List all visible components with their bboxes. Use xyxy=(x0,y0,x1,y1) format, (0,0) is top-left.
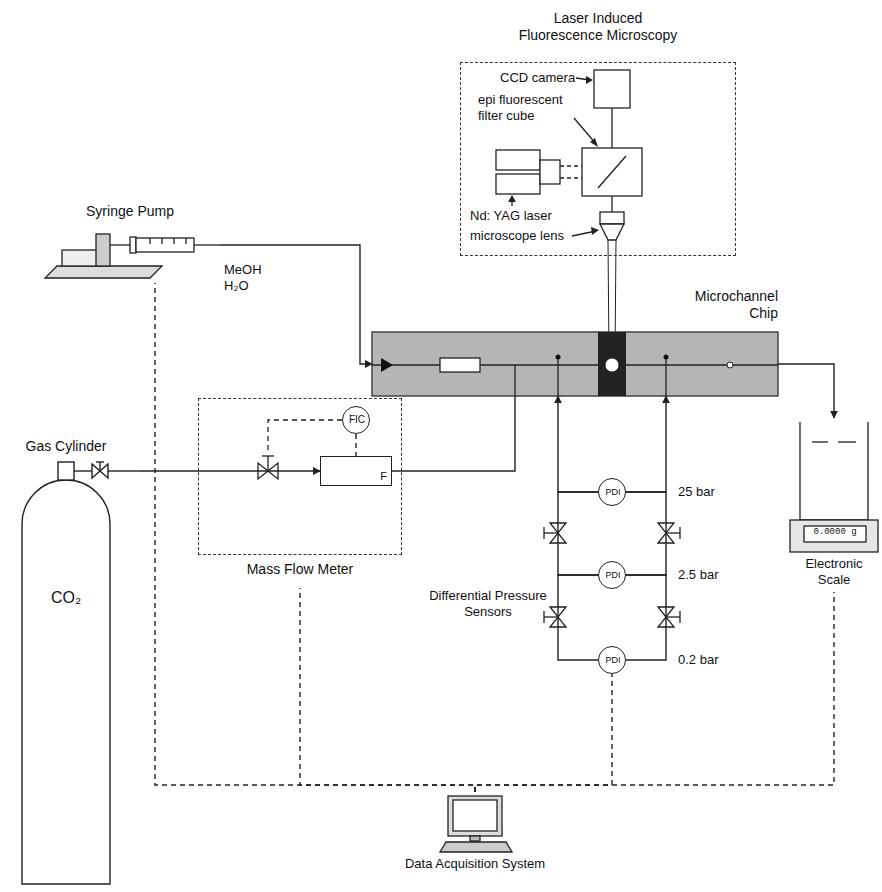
node-label: 0.0000 g xyxy=(804,527,866,538)
signal-line xyxy=(475,674,612,792)
filter-cube xyxy=(582,148,642,196)
objective-lens xyxy=(600,212,624,224)
gas-cylinder: Gas CylinderCO₂ xyxy=(14,438,140,886)
chip-drawing xyxy=(372,332,778,396)
flow-line xyxy=(626,396,666,492)
pressure-sensor: PDI xyxy=(598,646,626,674)
cylinder-drawing xyxy=(22,462,140,884)
microchannel-chip: Microchannel Chip xyxy=(372,332,778,396)
node-label: PDI xyxy=(599,487,627,498)
part-label: CCD camera xyxy=(500,70,575,86)
node-label: PDI xyxy=(599,570,627,581)
node-label: PDI xyxy=(599,655,627,666)
flow-line xyxy=(558,492,598,575)
ccd-camera xyxy=(594,70,630,108)
laser-unit xyxy=(496,150,540,170)
electronic-scale: 0.0000 g Electronic Scale xyxy=(788,418,880,592)
laser-head xyxy=(540,160,560,184)
node-text: CO₂ xyxy=(22,588,110,607)
fluid-label: MeOH H₂O xyxy=(224,262,272,295)
flow-controller: FIC xyxy=(342,406,370,434)
flow-line xyxy=(392,396,515,471)
flow-line xyxy=(558,396,598,492)
scale-drawing xyxy=(790,422,878,552)
mass-flow-meter: Mass Flow Meter FIC F xyxy=(198,398,402,588)
signal-line xyxy=(300,588,475,792)
node-label: Microchannel Chip xyxy=(682,288,778,322)
data-acquisition: Data Acquisition System xyxy=(395,792,555,888)
node-label: Laser Induced Fluorescence Microscopy xyxy=(513,10,683,44)
part-label: Nd: YAG laser xyxy=(470,208,552,224)
computer-drawing xyxy=(440,796,512,852)
pressure-sensor: PDI xyxy=(598,561,626,589)
flow-line xyxy=(140,470,320,471)
node-label: FIC xyxy=(343,414,371,426)
range-label: 25 bar xyxy=(678,484,715,500)
group-label: Differential Pressure Sensors xyxy=(428,588,548,621)
part-label: epi fluorescent filter cube xyxy=(478,92,584,125)
pressure-sensor: PDI xyxy=(598,478,626,506)
node-label: F xyxy=(367,470,387,483)
node-label: Data Acquisition System xyxy=(395,856,555,872)
flow-line xyxy=(626,575,666,660)
laser-unit xyxy=(496,174,540,194)
flow-line xyxy=(626,492,666,575)
syringe-pump-drawing xyxy=(45,234,220,278)
node-text: Electronic Scale xyxy=(788,556,880,587)
signal-line xyxy=(475,592,834,792)
flow-line xyxy=(558,575,598,660)
syringe-pump: Syringe Pump xyxy=(40,203,220,283)
signal-line xyxy=(355,434,356,456)
flow-line xyxy=(220,245,372,364)
dashed-frame xyxy=(460,62,736,256)
part-label: microscope lens xyxy=(470,228,564,244)
range-label: 2.5 bar xyxy=(678,567,718,583)
node-label: Syringe Pump xyxy=(40,203,220,220)
flow-sensor: F xyxy=(320,456,392,486)
signal-line xyxy=(155,283,475,792)
node-label: Mass Flow Meter xyxy=(198,561,402,578)
flow-line xyxy=(778,364,834,418)
range-label: 0.2 bar xyxy=(678,652,718,668)
node-label: Gas Cylinder xyxy=(18,438,114,455)
